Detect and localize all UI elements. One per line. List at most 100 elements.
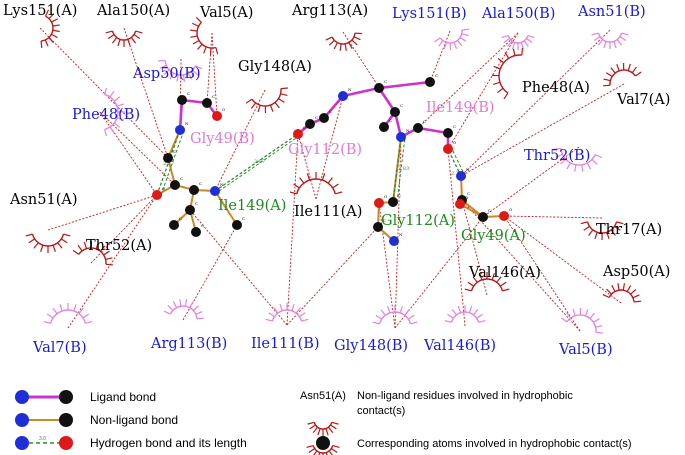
hydrophobic-spikes-21: [265, 303, 309, 322]
atom-letter-5: C: [212, 94, 215, 99]
atom-letter-12: C: [201, 223, 204, 228]
residue-label-val5a-top: Val5(A): [199, 5, 253, 21]
residue-label-phe48a: Phe48(A): [522, 80, 590, 96]
hydrophobic-spikes-5: [501, 35, 535, 50]
hydrophobic-spikes-20: [163, 299, 204, 320]
carbon-atom-9: [232, 220, 242, 230]
hydrophobic-contact-line-26: [286, 226, 379, 326]
atom-letter-18: C: [400, 103, 403, 108]
legend-spikes-icon: [307, 421, 339, 436]
atom-letter-2: C: [173, 149, 176, 154]
hydrophobic-spikes-9: [104, 87, 125, 137]
atom-letter-27: O: [384, 194, 388, 199]
carbon-atom-21: [413, 123, 423, 133]
hydrophobic-contact-line-5: [429, 30, 451, 83]
hydrophobic-spikes-16: [580, 221, 624, 240]
atom-letter-3: N: [185, 121, 189, 126]
hbonds-layer: 2.772.872.832.75: [156, 129, 466, 203]
carbon-atom-28: [388, 197, 398, 207]
hydrophobic-spikes-17: [464, 272, 510, 292]
hydrophobic-contact-line-2: [206, 32, 213, 104]
residue-label-asn51a: Asn51(A): [9, 192, 78, 208]
hydrophobic-contact-line-25: [286, 133, 299, 326]
hydrophobic-contact-line-22: [67, 194, 158, 329]
residue-label-val7a: Val7(A): [616, 92, 670, 108]
legend-hbond-sample-length: 3.0: [39, 436, 46, 442]
contact-lines-layer: [39, 27, 625, 332]
hydrophobic-spikes-1: [105, 30, 143, 47]
hydrophobic-spikes-4: [434, 28, 469, 51]
carbon-atom-15: [319, 113, 329, 123]
atom-letter-9: C: [242, 216, 245, 221]
hydrophobic-spikes-3: [325, 32, 362, 51]
residue-label-ala150b-top: Ala150(B): [481, 6, 555, 22]
hydrophobic-contact-line-31: [503, 215, 581, 332]
nitrogen-atom-3: [175, 125, 185, 135]
atom-letter-14: C: [315, 115, 318, 120]
hydrophobic-spikes-19: [43, 303, 93, 324]
legend-atom-spikes-arc: [306, 445, 340, 455]
hydrophobic-contact-line-30: [447, 148, 466, 327]
hydrogen-bond-1: [214, 133, 299, 192]
hydrophobic-contact-line-32: [461, 199, 581, 332]
atom-letter-13: O: [303, 125, 307, 130]
hydrogen-bond-pair-0: [160, 129, 185, 196]
residue-label-thr52a: Thr52(A): [86, 238, 152, 254]
hydrophobic-contact-line-1: [123, 27, 169, 159]
atom-letter-26: C: [383, 218, 386, 223]
residue-label-arg113b: Arg113(B): [150, 336, 227, 352]
carbon-atom-2: [163, 153, 173, 163]
atom-letter-30: C: [467, 191, 470, 196]
atom-letter-32: O: [509, 207, 513, 212]
legend-carbon-atom-2: [59, 413, 73, 427]
carbon-atom-10: [185, 205, 195, 215]
residue-label-val146b: Val146(B): [423, 338, 496, 354]
hydrophobic-spikes-2: [190, 17, 219, 55]
nitrogen-atom-29: [456, 171, 466, 181]
hydrophobic-spikes-6: [591, 32, 629, 49]
hydrophobic-contact-line-10: [214, 89, 266, 192]
hydrophobic-spikes-23: [444, 305, 486, 323]
atom-letter-22: C: [435, 73, 438, 78]
legend-hydrophobic-atom-spikes: [306, 445, 340, 455]
hydrophobic-contact-line-21: [503, 215, 622, 304]
hydrophobic-contact-line-3: [211, 32, 218, 117]
hydrophobic-contact-line-15: [47, 194, 158, 231]
carbon-atom-1: [170, 180, 180, 190]
legend-nitrogen-atom: [15, 390, 29, 404]
ligand-residue-label-gly112a: Gly112(A): [381, 213, 455, 229]
legend-non-ligand-bond-label: Non-ligand bond: [90, 413, 178, 427]
hydrophobic-spikes-13: [25, 233, 71, 253]
hydrophobic-spikes-7: [158, 59, 203, 82]
carbon-atom-14: [305, 119, 315, 129]
residue-label-lys151b-top: Lys151(B): [392, 6, 467, 22]
residue-labels-layer: Lys151(A)Ala150(A)Val5(A)Arg113(A)Lys151…: [3, 3, 670, 358]
atom-letter-28: C: [398, 193, 401, 198]
hbond-length-label-1: 2.87: [254, 159, 265, 165]
carbon-atom-22: [425, 77, 435, 87]
atom-letter-19: C: [389, 118, 392, 123]
residue-label-phe48b: Phe48(B): [72, 107, 140, 123]
hydrophobic-spikes-layer: [25, 9, 642, 334]
hydrophobic-spikes-18: [602, 283, 641, 303]
hydrophobic-spikes-8: [245, 87, 288, 114]
residue-label-gly148a: Gly148(A): [238, 59, 312, 75]
atom-letter-1: C: [180, 176, 183, 181]
hydrophobic-contact-line-8: [460, 29, 611, 177]
legend-hbond-label: Hydrogen bond and its length: [90, 436, 247, 450]
carbon-atom-31: [478, 212, 488, 222]
atom-letter-10: C: [195, 201, 198, 206]
hydrophobic-contact-line-27: [394, 136, 402, 329]
atom-letter-25: N: [399, 232, 403, 237]
ligand-bond-8: [378, 80, 431, 90]
oxygen-atom-33: [455, 199, 465, 209]
legend-nitrogen-atom-3: [15, 436, 29, 450]
atom-letter-15: C: [329, 109, 332, 114]
legend-carbon-atom: [59, 390, 73, 404]
hydrogen-bond-0: [156, 129, 181, 196]
hydrophobic-spikes-14: [72, 240, 113, 266]
hydrogen-bond-2: [392, 136, 402, 203]
hydrogen-bond-pair-1: [218, 133, 303, 192]
hydrophobic-contact-line-12: [99, 111, 176, 186]
